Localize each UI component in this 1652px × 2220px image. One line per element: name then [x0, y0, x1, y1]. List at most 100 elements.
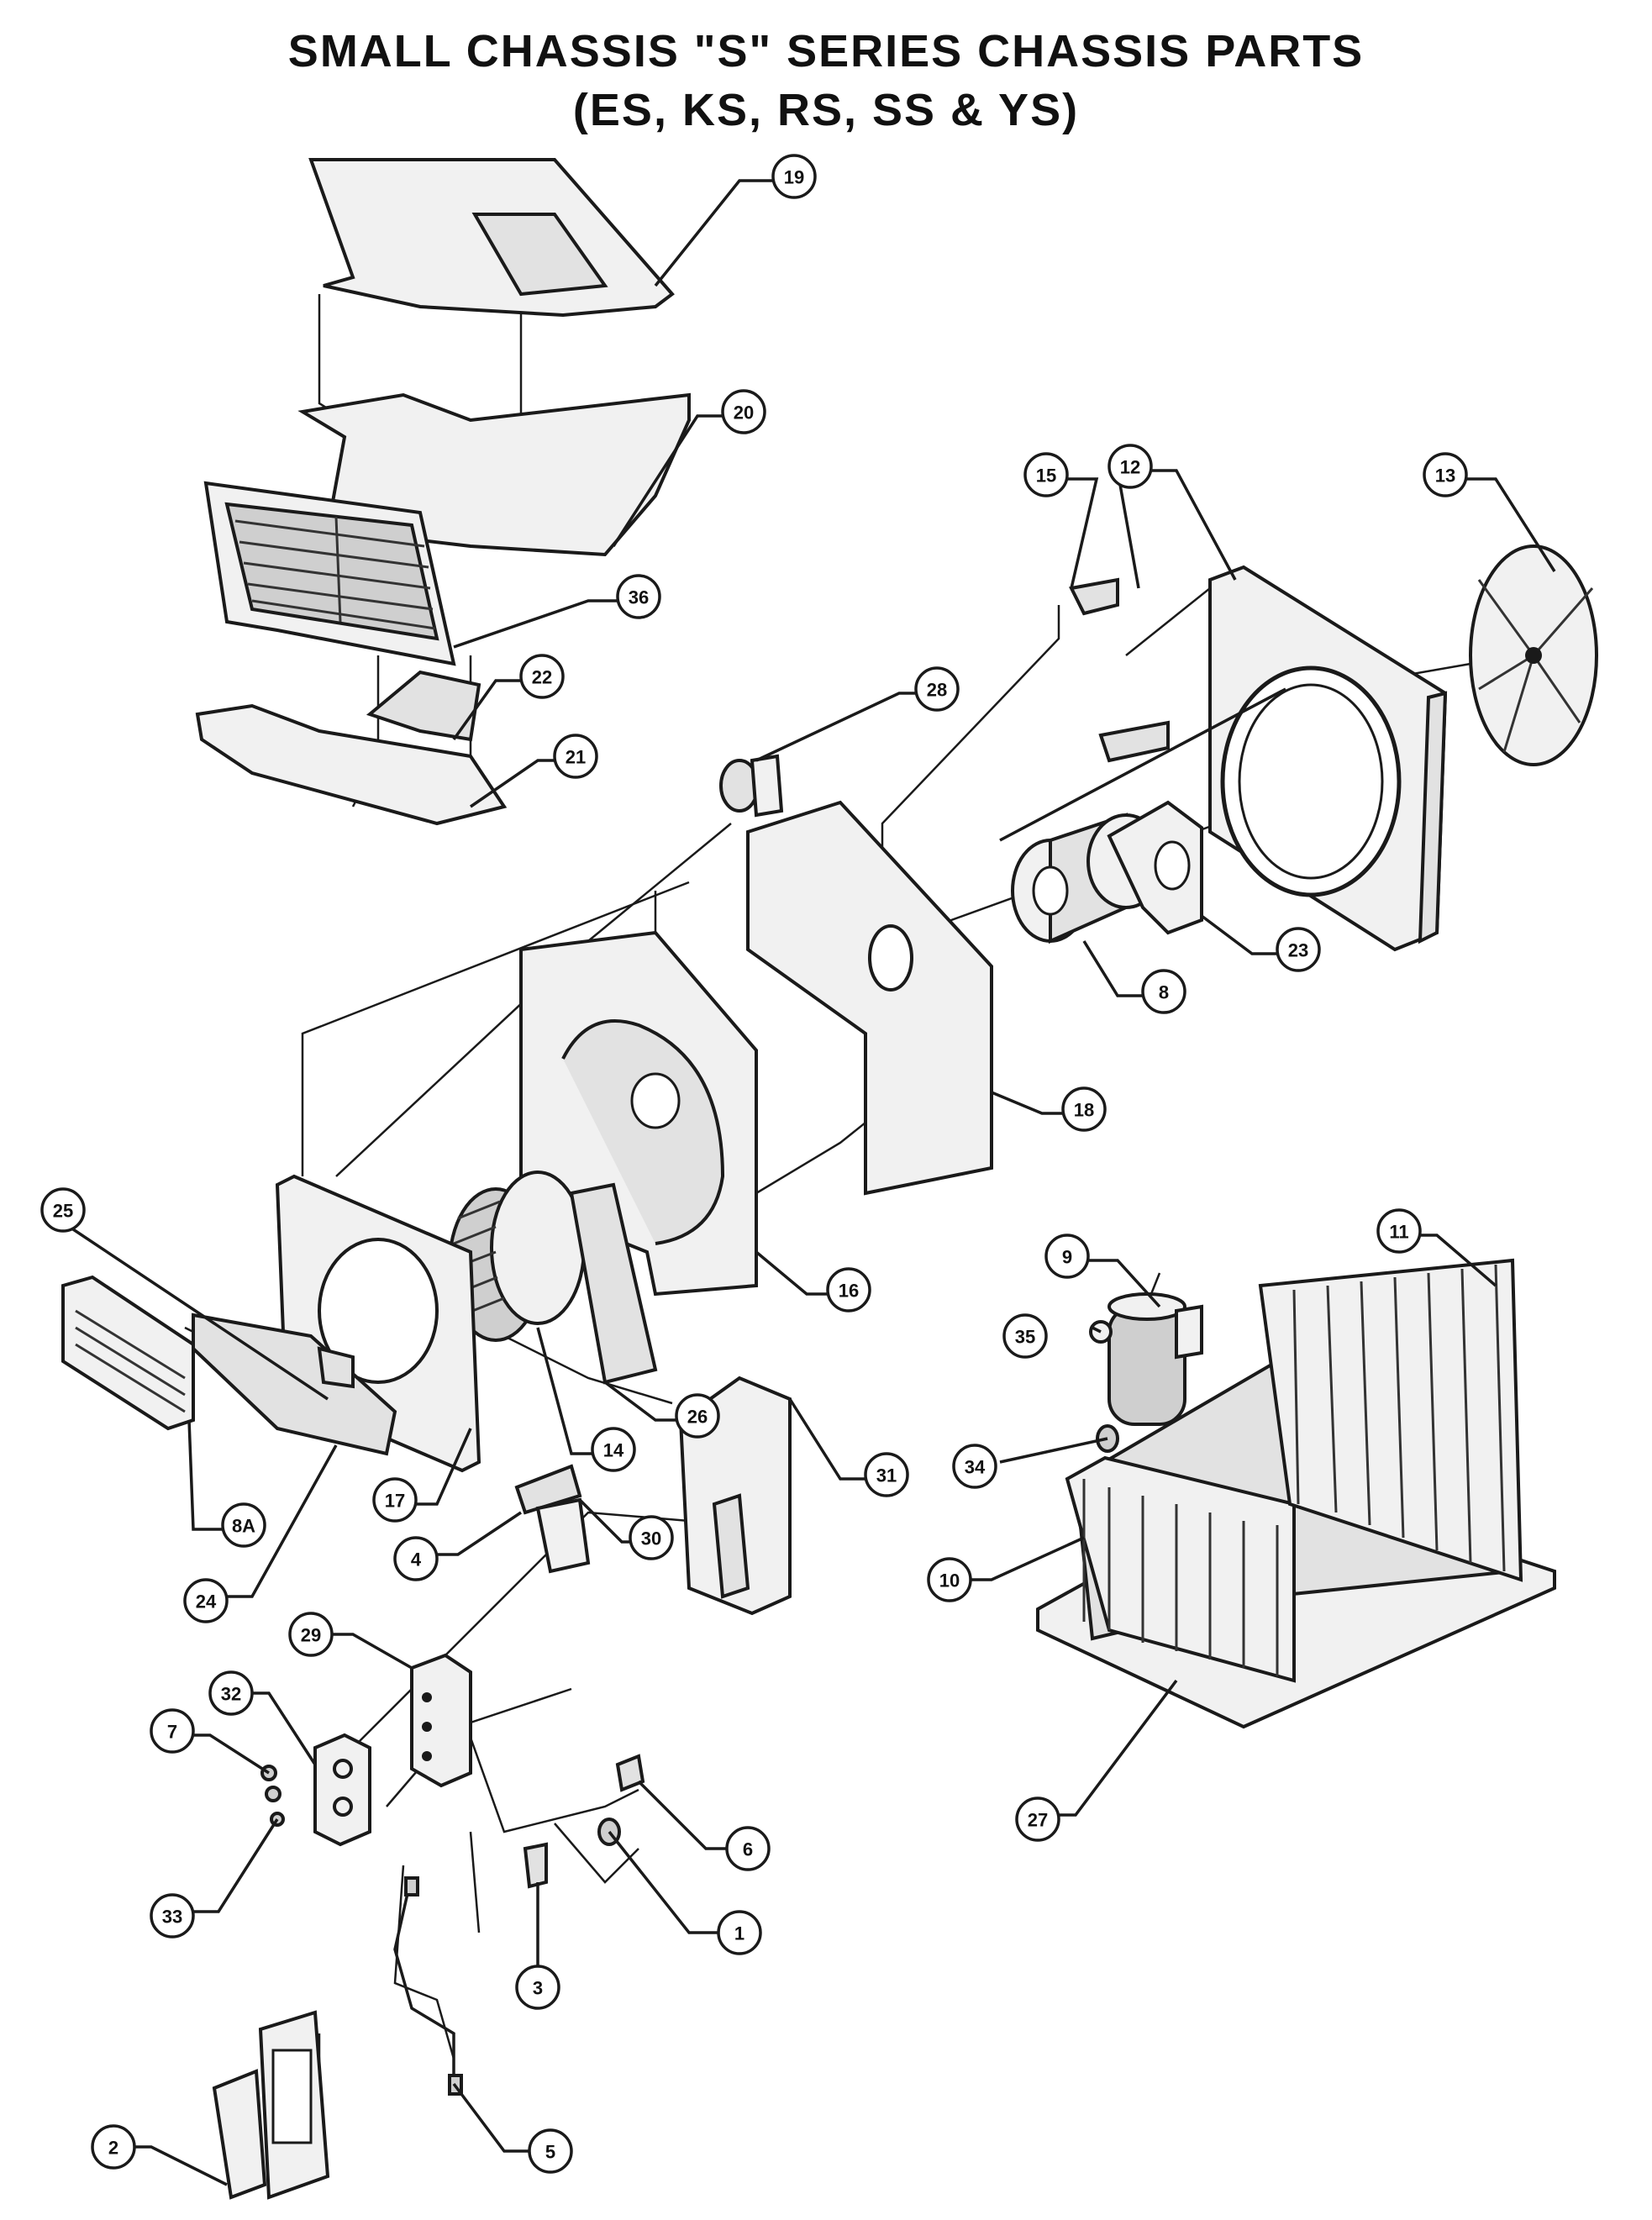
svg-text:21: 21 — [566, 747, 586, 768]
part-partition-panel — [746, 800, 993, 1196]
svg-text:22: 22 — [532, 667, 552, 688]
svg-text:31: 31 — [876, 1465, 897, 1486]
callout-33: 33 — [150, 1893, 195, 1939]
svg-text:23: 23 — [1288, 940, 1308, 961]
callout-30: 30 — [629, 1515, 674, 1560]
callout-19: 19 — [771, 154, 817, 199]
callouts: 19 20 36 22 21 15 12 13 28 8 23 18 16 25… — [40, 154, 1468, 2174]
part-condenser-shroud — [1208, 565, 1448, 952]
svg-text:7: 7 — [167, 1722, 177, 1743]
diagram-title: SMALL CHASSIS "S" SERIES CHASSIS PARTS — [287, 26, 1365, 76]
leader-lines — [62, 179, 1556, 2186]
callout-27: 27 — [1015, 1797, 1060, 1842]
part-fan-blade — [1469, 544, 1598, 766]
svg-text:25: 25 — [53, 1201, 73, 1222]
svg-text:4: 4 — [411, 1549, 422, 1570]
part-switch — [523, 1842, 548, 1889]
svg-text:8A: 8A — [232, 1516, 255, 1537]
callout-14: 14 — [591, 1427, 636, 1472]
part-evaporator-coil — [1065, 1455, 1296, 1683]
callout-25: 25 — [40, 1187, 86, 1233]
diagram-subtitle: (ES, KS, RS, SS & YS) — [572, 85, 1080, 135]
svg-text:27: 27 — [1028, 1810, 1048, 1831]
part-thermostat — [514, 1464, 591, 1574]
construction-lines — [184, 294, 1471, 2101]
svg-text:19: 19 — [784, 167, 804, 188]
part-louver-panel — [195, 670, 508, 826]
svg-text:24: 24 — [196, 1591, 217, 1612]
callout-23: 23 — [1276, 927, 1321, 972]
part-control-bracket — [410, 1653, 472, 1788]
callout-24: 24 — [183, 1578, 229, 1623]
part-compressor — [1089, 1272, 1203, 1426]
svg-text:17: 17 — [385, 1491, 405, 1512]
callout-12: 12 — [1107, 444, 1153, 489]
svg-text:30: 30 — [641, 1528, 661, 1549]
svg-text:28: 28 — [927, 680, 947, 701]
svg-text:35: 35 — [1015, 1327, 1035, 1348]
svg-text:29: 29 — [301, 1625, 321, 1646]
callout-3: 3 — [515, 1965, 560, 2010]
svg-text:16: 16 — [839, 1281, 859, 1302]
part-baffle — [569, 1182, 658, 1385]
svg-text:20: 20 — [734, 402, 754, 423]
callout-35: 35 — [1002, 1313, 1048, 1359]
svg-text:8: 8 — [1159, 982, 1169, 1003]
part-motor-mount — [999, 687, 1286, 935]
svg-text:26: 26 — [687, 1407, 708, 1428]
callout-29: 29 — [288, 1612, 334, 1657]
callout-4: 4 — [393, 1536, 439, 1581]
callout-9: 9 — [1044, 1234, 1090, 1279]
part-capacitor — [719, 754, 784, 818]
callout-20: 20 — [721, 389, 766, 434]
svg-text:18: 18 — [1074, 1100, 1094, 1121]
svg-text:32: 32 — [221, 1684, 241, 1705]
callout-6: 6 — [725, 1826, 771, 1871]
svg-text:13: 13 — [1435, 466, 1455, 487]
callout-31: 31 — [864, 1452, 909, 1497]
callout-8: 8 — [1141, 969, 1186, 1014]
part-harness-bracket — [212, 2010, 330, 2200]
callout-10: 10 — [927, 1557, 972, 1602]
callout-18: 18 — [1061, 1086, 1107, 1132]
callout-32: 32 — [208, 1670, 254, 1716]
callout-16: 16 — [826, 1267, 871, 1313]
callout-26: 26 — [675, 1393, 720, 1439]
callout-17: 17 — [372, 1477, 418, 1523]
callout-21: 21 — [553, 734, 598, 779]
part-control-box — [678, 1376, 792, 1616]
svg-text:10: 10 — [939, 1570, 960, 1591]
part-top-cover — [308, 158, 675, 318]
svg-text:9: 9 — [1062, 1247, 1072, 1268]
part-control-plate — [260, 1733, 371, 1847]
callout-11: 11 — [1376, 1208, 1422, 1254]
svg-text:11: 11 — [1389, 1222, 1408, 1243]
svg-text:3: 3 — [533, 1978, 543, 1999]
svg-text:12: 12 — [1120, 457, 1140, 478]
callout-1: 1 — [717, 1910, 762, 1955]
callout-36: 36 — [616, 574, 661, 619]
svg-text:36: 36 — [629, 587, 649, 608]
callout-28: 28 — [914, 666, 960, 712]
callout-2: 2 — [91, 2124, 136, 2170]
part-front-grille — [203, 481, 456, 666]
callout-8a: 8A — [221, 1502, 266, 1548]
callout-7: 7 — [150, 1708, 195, 1754]
part-condenser-coil — [1258, 1258, 1523, 1582]
part-relay — [615, 1754, 645, 1792]
svg-text:14: 14 — [603, 1440, 624, 1461]
callout-15: 15 — [1023, 452, 1069, 497]
svg-text:33: 33 — [162, 1907, 182, 1928]
svg-text:6: 6 — [743, 1839, 753, 1860]
callout-34: 34 — [952, 1444, 997, 1489]
callout-22: 22 — [519, 654, 565, 699]
callout-5: 5 — [528, 2128, 573, 2174]
svg-text:15: 15 — [1036, 466, 1056, 487]
svg-text:2: 2 — [108, 2138, 118, 2159]
part-blower-wheel — [448, 1170, 586, 1342]
part-heater-element — [61, 1275, 195, 1431]
svg-text:5: 5 — [545, 2142, 555, 2163]
svg-text:34: 34 — [965, 1457, 986, 1478]
part-power-cord — [393, 1876, 463, 2096]
